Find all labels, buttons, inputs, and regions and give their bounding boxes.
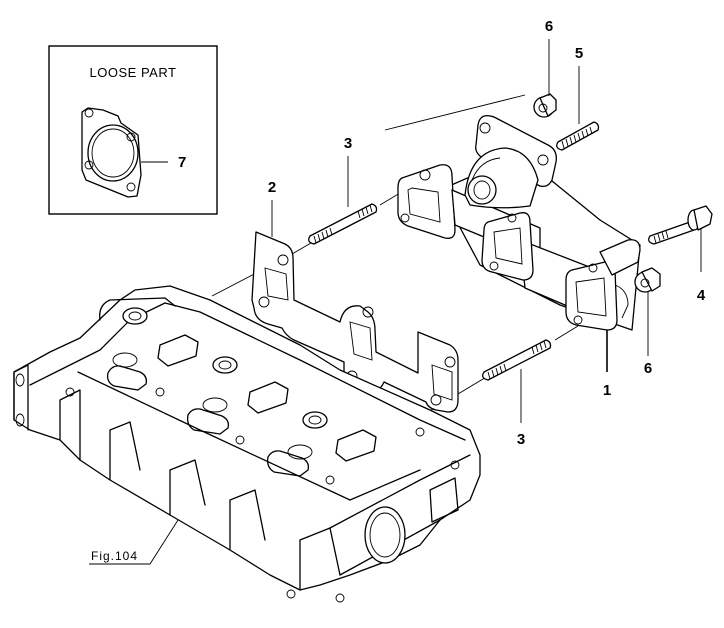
callout-7: 7 bbox=[178, 154, 186, 171]
callout-1: 1 bbox=[603, 382, 611, 399]
callout-6-lower: 6 bbox=[644, 360, 652, 377]
callout-4: 4 bbox=[697, 287, 706, 304]
callout-3-lower: 3 bbox=[517, 431, 525, 448]
callout-3-upper: 3 bbox=[344, 135, 352, 152]
exhaust-manifold bbox=[397, 114, 641, 331]
callout-6-upper: 6 bbox=[545, 18, 553, 35]
callout-5: 5 bbox=[575, 45, 583, 62]
flange-nut-lower bbox=[634, 267, 661, 293]
flange-nut-upper bbox=[533, 93, 557, 118]
flange-bolt bbox=[648, 205, 713, 245]
loose-part-title: LOOSE PART bbox=[90, 65, 177, 80]
leader-lines bbox=[89, 39, 702, 565]
stud-short bbox=[556, 121, 600, 151]
stud-upper bbox=[308, 203, 378, 245]
callouts: 6 5 3 2 4 6 1 3 Fig.104 bbox=[91, 18, 706, 563]
stud-lower bbox=[482, 339, 552, 381]
cylinder-head bbox=[13, 285, 481, 603]
loose-gasket bbox=[81, 107, 142, 198]
figure-reference: Fig.104 bbox=[91, 549, 138, 563]
callout-2: 2 bbox=[268, 179, 276, 196]
loose-part-box: LOOSE PART 7 bbox=[48, 45, 218, 215]
